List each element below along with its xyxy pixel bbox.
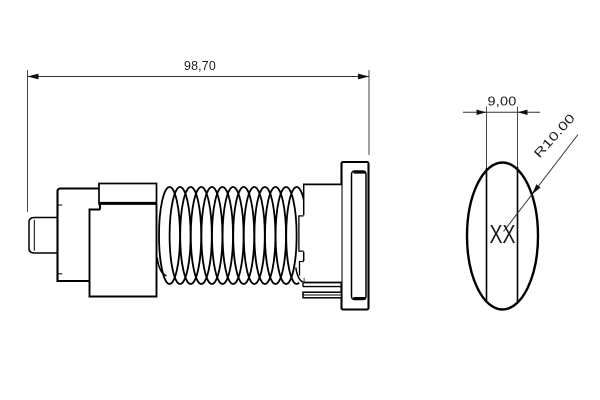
plunger-pin bbox=[28, 216, 58, 254]
spring-end-left bbox=[156, 257, 167, 277]
width-arrowhead-left bbox=[476, 109, 487, 115]
stem-stub2 bbox=[298, 260, 304, 276]
width-dimension-text: 9,00 bbox=[488, 94, 517, 109]
overall-length-dimension: 98,70 bbox=[27, 58, 370, 212]
radius-dimension-text: R10.00 bbox=[531, 111, 578, 161]
stem-stub2-fill bbox=[299, 261, 304, 283]
stem-stub-fill bbox=[298, 215, 304, 252]
mounting-block-outline bbox=[303, 183, 342, 284]
spring-coil bbox=[274, 186, 298, 285]
arrowhead-left bbox=[27, 73, 39, 80]
spring bbox=[156, 186, 309, 285]
radius-dimension: R10.00 bbox=[503, 111, 579, 232]
part-marking-text: XX bbox=[490, 219, 516, 249]
width-dimension: 9,00 bbox=[463, 94, 540, 115]
front-view bbox=[28, 160, 370, 311]
body-lower-outline bbox=[88, 204, 158, 298]
radius-leader-line bbox=[503, 134, 579, 232]
stem-stub bbox=[298, 215, 304, 252]
block-groove-line bbox=[302, 283, 342, 288]
mounting-block-fill bbox=[303, 183, 342, 284]
body-upper bbox=[98, 182, 158, 205]
overall-length-text: 98,70 bbox=[184, 58, 216, 73]
radius-arrowhead bbox=[531, 184, 541, 195]
body-lower-fill bbox=[89, 209, 157, 297]
end-plate-inner bbox=[350, 170, 367, 301]
arrowhead-right bbox=[358, 73, 369, 80]
spring-end-right bbox=[295, 267, 304, 284]
end-view-ellipse bbox=[465, 161, 540, 311]
width-arrowhead-right bbox=[517, 109, 528, 115]
end-view: 9,00 R10.00 XX bbox=[463, 94, 579, 311]
